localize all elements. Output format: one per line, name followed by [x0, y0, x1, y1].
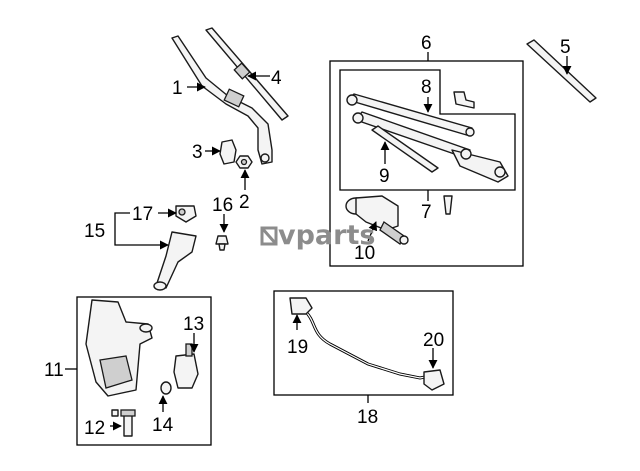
- washer-nozzle-part[interactable]: [175, 205, 197, 223]
- linkage-bolt-part[interactable]: [453, 91, 475, 109]
- callout-12: 12: [84, 418, 105, 439]
- nozzle-clip-part[interactable]: [215, 235, 229, 251]
- callout-19: 19: [287, 337, 308, 358]
- wiper-blade-part[interactable]: [205, 27, 289, 121]
- watermark-text: vparts: [278, 220, 375, 251]
- callout-17: 17: [132, 204, 153, 225]
- reservoir-bolt-part[interactable]: [111, 409, 136, 437]
- callout-10: 10: [354, 243, 375, 264]
- callout-18: 18: [357, 407, 378, 428]
- callout-5: 5: [560, 37, 571, 58]
- wiper-linkage-part[interactable]: [346, 93, 509, 183]
- washer-hose-part[interactable]: [153, 231, 197, 291]
- hose-group-frame: [273, 290, 454, 396]
- arm-cover-part[interactable]: [219, 139, 237, 165]
- vparts-watermark-logo: vparts: [260, 220, 375, 251]
- wiper-motor-part[interactable]: [345, 195, 409, 245]
- callout-20: 20: [423, 330, 444, 351]
- pump-grommet-part[interactable]: [160, 381, 172, 395]
- callout-2: 2: [239, 192, 250, 213]
- washer-hose-assembly-part[interactable]: [304, 310, 431, 380]
- motor-bolt-part[interactable]: [443, 195, 453, 215]
- callout-labels: 1 2 3 4 5 6 7 8 9 10 11 12 13 14 15 16 1…: [44, 33, 571, 439]
- callout-13: 13: [183, 314, 204, 335]
- hose-connector-part[interactable]: [289, 297, 313, 315]
- callout-6: 6: [421, 33, 432, 54]
- callout-4: 4: [271, 68, 282, 89]
- callout-15: 15: [84, 221, 105, 242]
- hose-check-valve-part[interactable]: [423, 369, 445, 391]
- callout-8: 8: [421, 77, 432, 98]
- callout-14: 14: [152, 415, 174, 436]
- washer-reservoir-part[interactable]: [85, 299, 153, 397]
- washer-pump-part[interactable]: [173, 343, 199, 389]
- blade-insert-part[interactable]: [526, 39, 597, 103]
- callout-11: 11: [44, 360, 64, 381]
- callout-9: 9: [379, 166, 390, 187]
- linkage-subgroup-frame: [339, 69, 516, 191]
- callout-1: 1: [172, 78, 183, 99]
- callout-3: 3: [192, 142, 203, 163]
- arm-nut-part[interactable]: [235, 155, 253, 169]
- wiper-arm-part[interactable]: [171, 35, 273, 165]
- leader-lines: [65, 52, 572, 431]
- linkage-group-frame: [329, 60, 524, 267]
- callout-7: 7: [421, 202, 432, 223]
- reservoir-group-frame: [76, 296, 212, 446]
- callout-16: 16: [212, 195, 233, 216]
